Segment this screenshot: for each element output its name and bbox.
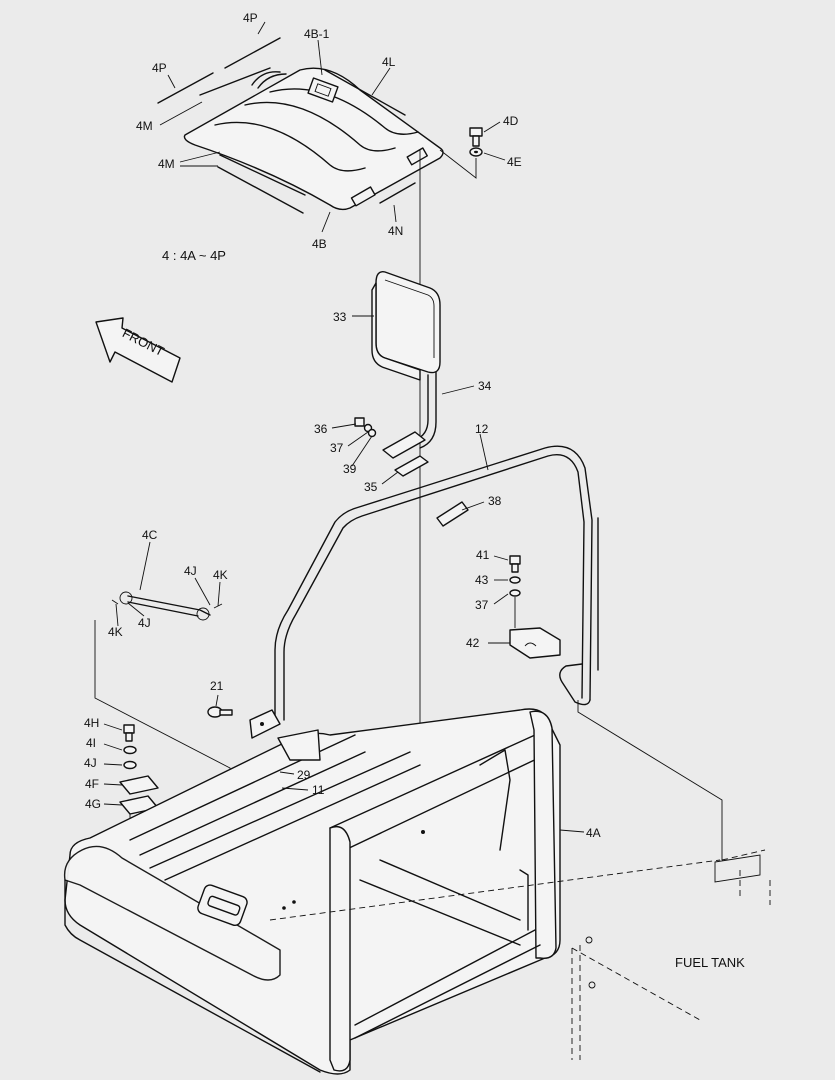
label-4B-1: 4B-1 [304,27,330,41]
label-4G: 4G [85,797,101,811]
label-4K-left: 4K [108,625,123,639]
label-42: 42 [466,636,480,650]
label-33: 33 [333,310,347,324]
label-21: 21 [210,679,224,693]
bracket-34 [382,371,469,527]
label-38: 38 [488,494,502,508]
leader-ticks [103,21,585,833]
label-4D: 4D [503,114,519,128]
label-4A: 4A [586,826,601,840]
label-4P-left: 4P [152,61,167,75]
label-4M-top: 4M [136,119,153,133]
block-42 [509,555,561,659]
trim-strips [157,37,416,214]
bolt-36 [354,417,377,438]
fuel-tank [269,849,771,1060]
label-34: 34 [478,379,492,393]
label-11: 11 [312,783,325,797]
label-39: 39 [343,462,357,476]
seat-cushion-4B [183,67,444,211]
label-4C: 4C [142,528,158,542]
label-4E: 4E [507,155,522,169]
label-4P-top: 4P [243,11,258,25]
fuel-tank-label: FUEL TANK [675,955,745,970]
label-4J-bottom: 4J [84,756,97,770]
label-4N: 4N [388,224,403,238]
group-note: 4 : 4A ~ 4P [162,248,226,263]
label-4K-top: 4K [213,568,228,582]
label-4J-top: 4J [184,564,197,578]
back-pad-33 [371,271,441,381]
label-43: 43 [475,573,489,587]
label-29: 29 [297,768,311,782]
frame-4A [63,708,561,1075]
label-37-upper: 37 [330,441,344,455]
spring-4C [111,591,223,621]
label-4B: 4B [312,237,327,251]
label-35: 35 [364,480,378,494]
label-4H: 4H [84,716,99,730]
bolt-21 [207,706,233,718]
label-36: 36 [314,422,328,436]
label-12: 12 [475,422,489,436]
label-4L: 4L [382,55,396,69]
label-4F: 4F [85,777,99,791]
label-37-lower: 37 [475,598,489,612]
label-4M-mid: 4M [158,157,175,171]
handle-12 [249,445,599,739]
bolt-4D [439,127,483,179]
front-arrow [95,317,181,383]
label-4I: 4I [86,736,96,750]
label-4J-left: 4J [138,616,151,630]
label-41: 41 [476,548,490,562]
